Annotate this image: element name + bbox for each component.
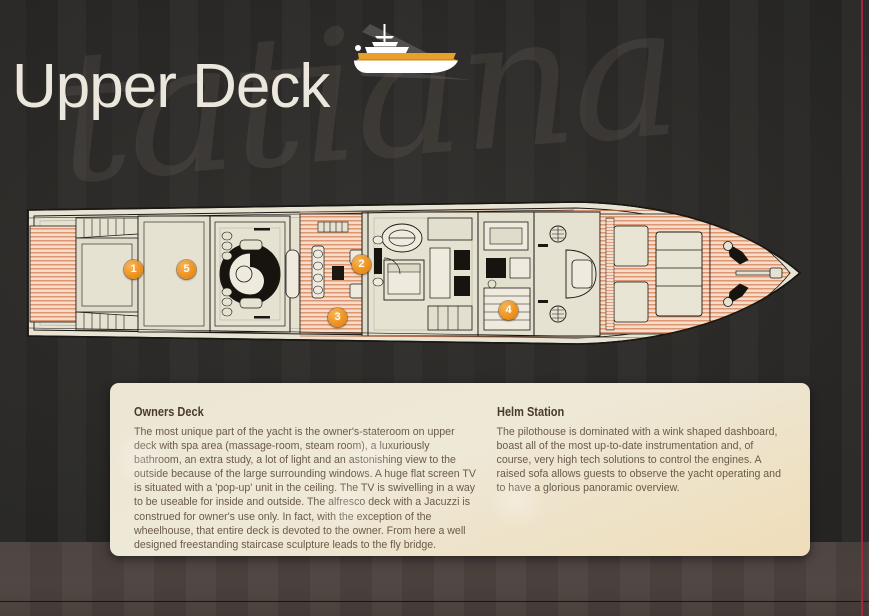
owners-deck-section: Owners Deck The most unique part of the …	[134, 405, 477, 556]
bottom-rule	[0, 601, 869, 602]
helm-station-title: Helm Station	[496, 405, 564, 419]
helm-station-section: Helm Station The pilothouse is dominated…	[497, 405, 786, 556]
deck-marker-5[interactable]: 5	[177, 260, 196, 279]
deck-marker-4[interactable]: 4	[499, 301, 518, 320]
deck-marker-1[interactable]: 1	[124, 260, 143, 279]
deck-marker-3[interactable]: 3	[328, 308, 347, 327]
helm-station-body: The pilothouse is dominated with a wink …	[496, 426, 781, 495]
info-panel: Owners Deck The most unique part of the …	[110, 383, 810, 556]
page-title: Upper Deck	[12, 51, 330, 121]
upper-deck-plan-drawing	[27, 201, 802, 345]
deck-marker-2[interactable]: 2	[352, 255, 371, 274]
owners-deck-title: Owners Deck	[134, 405, 204, 419]
right-red-rule	[861, 0, 863, 616]
owners-deck-body: The most unique part of the yacht is the…	[134, 426, 476, 551]
yacht-profile-logo	[354, 24, 472, 80]
